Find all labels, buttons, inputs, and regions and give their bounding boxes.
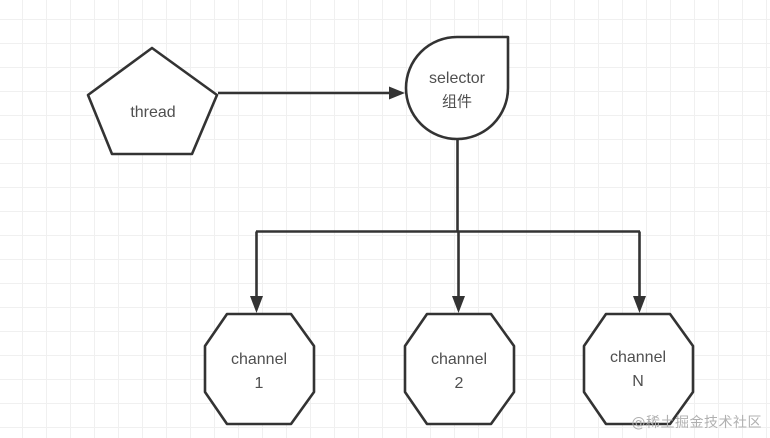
edge-thread-to-selector — [218, 86, 405, 100]
octagon-shape — [582, 312, 695, 426]
node-channel-1-label-line1: channel — [231, 351, 287, 368]
arrow-head-icon — [250, 296, 263, 313]
node-thread-label: thread — [130, 104, 175, 121]
arrow-head-icon — [633, 296, 646, 313]
octagon-shape — [403, 312, 516, 426]
node-channel-2-label-line1: channel — [431, 351, 487, 368]
arrow-head-icon — [452, 296, 465, 313]
node-channel-n-label-line1: channel — [610, 349, 666, 366]
octagon-shape — [203, 312, 316, 426]
node-thread[interactable]: thread — [86, 46, 219, 156]
edge-selector-fanout — [250, 140, 646, 313]
teardrop-shape — [404, 35, 510, 141]
node-selector-label-line2: 组件 — [442, 93, 472, 111]
node-channel-2-label-line2: 2 — [455, 375, 464, 392]
node-channel-2[interactable]: channel 2 — [403, 312, 516, 426]
node-channel-1[interactable]: channel 1 — [203, 312, 316, 426]
node-channel-n-label-line2: N — [632, 373, 644, 390]
node-selector[interactable]: selector 组件 — [404, 35, 510, 141]
node-channel-1-label-line2: 1 — [255, 375, 264, 392]
pentagon-shape — [86, 46, 219, 156]
node-selector-label-line1: selector — [429, 70, 486, 87]
node-channel-n[interactable]: channel N — [582, 312, 695, 426]
arrow-head-icon — [389, 86, 405, 100]
